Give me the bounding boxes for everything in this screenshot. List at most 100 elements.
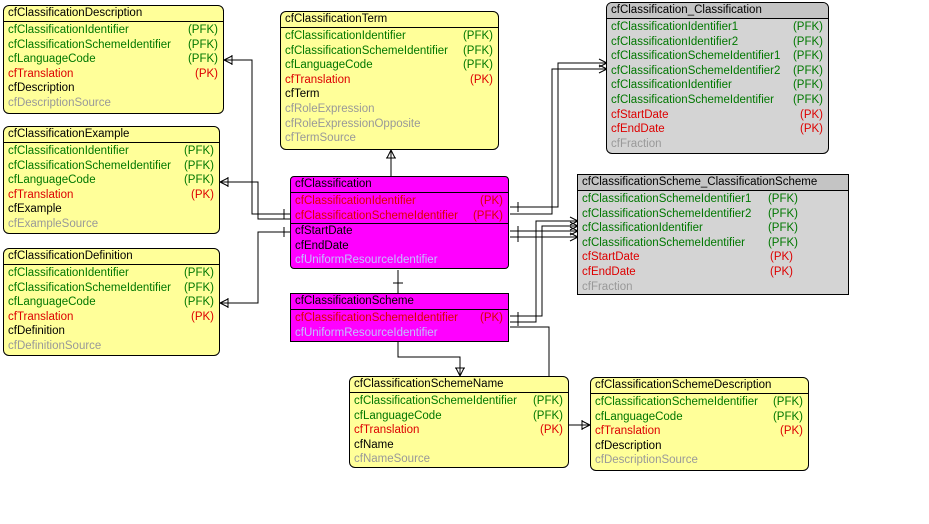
attribute-name: cfClassificationSchemeIdentifier1 <box>611 50 781 63</box>
attribute-row: cfLanguageCode(PFK) <box>4 295 219 310</box>
attribute-row: cfTermSource <box>281 131 498 146</box>
entity-title: cfClassificationExample <box>4 127 219 143</box>
entity-classification-definition[interactable]: cfClassificationDefinition cfClassificat… <box>3 248 220 356</box>
attribute-row: cfLanguageCode(PFK) <box>591 410 808 425</box>
attribute-key: (PFK) <box>183 296 214 309</box>
entity-classification-scheme-description[interactable]: cfClassificationSchemeDescription cfClas… <box>590 377 809 471</box>
attribute-list: cfClassificationIdentifier(PFK) cfClassi… <box>281 28 498 146</box>
attribute-key: (PK) <box>480 195 503 207</box>
attribute-key: (PFK) <box>772 396 803 408</box>
attribute-name: cfClassificationIdentifier <box>8 145 129 157</box>
attribute-key: (PK) <box>800 108 823 121</box>
attribute-row: cfClassificationSchemeIdentifier (PFK) <box>607 93 828 108</box>
attribute-name: cfClassificationSchemeIdentifier <box>285 44 448 57</box>
attribute-key: (PFK) <box>187 24 218 36</box>
attribute-list: cfClassificationSchemeIdentifier1(PFK) c… <box>578 191 848 294</box>
attribute-row: cfClassificationSchemeIdentifier (PFK) <box>4 281 219 296</box>
attribute-key: (PK) <box>540 424 563 437</box>
entity-title: cfClassificationSchemeName <box>350 377 568 393</box>
attribute-row: cfTranslation(PK) <box>4 310 219 325</box>
attribute-name: cfClassificationSchemeIdentifier <box>8 281 171 294</box>
attribute-key: (PK) <box>770 251 793 264</box>
attribute-row: cfEndDate (PK) <box>578 265 848 280</box>
attribute-name: cfClassificationSchemeIdentifier1 <box>582 193 752 205</box>
attribute-row: cfFraction <box>578 280 848 294</box>
attribute-name: cfClassificationSchemeIdentifier <box>8 38 171 51</box>
rel-line-definition <box>220 231 290 304</box>
attribute-row: cfStartDate(PK) <box>578 250 848 265</box>
attribute-name: cfClassificationIdentifier2 <box>611 35 739 48</box>
attribute-key: (PK) <box>770 265 793 278</box>
entity-classification-scheme[interactable]: cfClassificationScheme cfClassificationS… <box>290 293 509 342</box>
entity-classification[interactable]: cfClassification cfClassificationIdentif… <box>290 176 509 269</box>
attribute-name: cfTranslation <box>285 73 351 86</box>
attribute-row: cfEndDate(PK) <box>607 122 828 137</box>
attribute-row: cfTranslation(PK) <box>4 188 219 203</box>
rel-line-class-class-b <box>510 68 607 215</box>
attribute-key: (PK) <box>191 188 214 201</box>
entity-classification-term[interactable]: cfClassificationTerm cfClassificationIde… <box>280 11 499 150</box>
rel-line-scheme-name <box>397 342 461 376</box>
attribute-key: (PFK) <box>462 44 493 57</box>
attribute-row: cfTranslation(PK) <box>281 73 498 88</box>
attribute-key: (PFK) <box>183 281 214 294</box>
attribute-key: (PFK) <box>187 38 218 51</box>
attribute-row: cfDefinitionSource <box>4 339 219 354</box>
attribute-name: cfClassificationIdentifier <box>582 222 703 235</box>
attribute-key: (PFK) <box>187 53 218 66</box>
attribute-name: cfRoleExpression <box>285 102 375 115</box>
attribute-row: cfLanguageCode(PFK) <box>4 173 219 188</box>
crowfoot-term <box>386 148 396 159</box>
attribute-row: cfClassificationIdentifier(PFK) <box>4 266 219 281</box>
attribute-name: cfClassificationSchemeIdentifier <box>611 93 774 106</box>
attribute-row: cfClassificationSchemeIdentifier (PFK) <box>4 38 223 53</box>
entity-title: cfClassificationScheme_ClassificationSch… <box>578 175 848 191</box>
attribute-key: (PFK) <box>532 395 563 407</box>
entity-title: cfClassificationScheme <box>291 294 508 310</box>
attribute-name: cfLanguageCode <box>8 174 96 187</box>
attribute-key: (PFK) <box>183 267 214 279</box>
entity-title: cfClassificationSchemeDescription <box>591 378 808 394</box>
attribute-row: cfStartDate <box>291 223 508 239</box>
attribute-key: (PFK) <box>792 93 823 106</box>
entity-classification-description[interactable]: cfClassificationDescription cfClassifica… <box>3 5 224 114</box>
entity-title: cfClassification <box>291 177 508 193</box>
attribute-row: cfLanguageCode(PFK) <box>281 58 498 73</box>
attribute-row: cfStartDate(PK) <box>607 108 828 123</box>
attribute-key: (PK) <box>195 67 218 80</box>
entity-classification-classification[interactable]: cfClassification_Classification cfClassi… <box>606 2 829 154</box>
attribute-row: cfRoleExpressionOpposite <box>281 117 498 132</box>
attribute-name: cfExampleSource <box>8 217 99 230</box>
entity-classification-scheme-classification-scheme[interactable]: cfClassificationScheme_ClassificationSch… <box>577 174 849 295</box>
attribute-row: cfClassificationSchemeIdentifier(PK) <box>291 311 508 326</box>
attribute-row: cfClassificationSchemeIdentifier2(PFK) <box>578 207 848 222</box>
attribute-row: cfTerm <box>281 87 498 102</box>
attribute-key: (PFK) <box>792 79 823 92</box>
rel-line-scheme-scheme-b <box>510 220 578 323</box>
attribute-name: cfUniformResourceIdentifier <box>295 326 438 339</box>
attribute-row: cfTranslation(PK) <box>591 424 808 439</box>
attribute-row: cfClassificationSchemeIdentifier1(PFK) <box>578 192 848 207</box>
entity-classification-scheme-name[interactable]: cfClassificationSchemeName cfClassificat… <box>349 376 569 468</box>
attribute-row: cfDescriptionSource <box>4 96 223 111</box>
attribute-name: cfClassificationSchemeIdentifier <box>354 395 517 407</box>
attribute-row: cfLanguageCode(PFK) <box>350 409 568 424</box>
attribute-key: (PFK) <box>792 35 823 48</box>
attribute-row: cfUniformResourceIdentifier <box>291 253 508 268</box>
attribute-name: cfFraction <box>611 137 662 150</box>
attribute-list: cfClassificationIdentifier(PK) cfClassif… <box>291 193 508 268</box>
attribute-name: cfClassificationIdentifier <box>295 195 416 207</box>
attribute-row: cfClassificationSchemeIdentifier (PFK) <box>281 44 498 59</box>
attribute-name: cfDescription <box>595 439 662 452</box>
attribute-key: (PFK) <box>767 207 798 220</box>
attribute-name: cfEndDate <box>582 265 636 278</box>
attribute-row: cfExample <box>4 202 219 217</box>
attribute-row: cfTranslation(PK) <box>4 67 223 82</box>
attribute-name: cfDescriptionSource <box>8 96 111 109</box>
attribute-key: (PFK) <box>462 59 493 72</box>
attribute-key: (PFK) <box>767 236 798 249</box>
attribute-row: cfClassificationSchemeIdentifier2(PFK) <box>607 64 828 79</box>
attribute-row: cfClassificationIdentifier(PFK) <box>607 78 828 93</box>
entity-classification-example[interactable]: cfClassificationExample cfClassification… <box>3 126 220 234</box>
